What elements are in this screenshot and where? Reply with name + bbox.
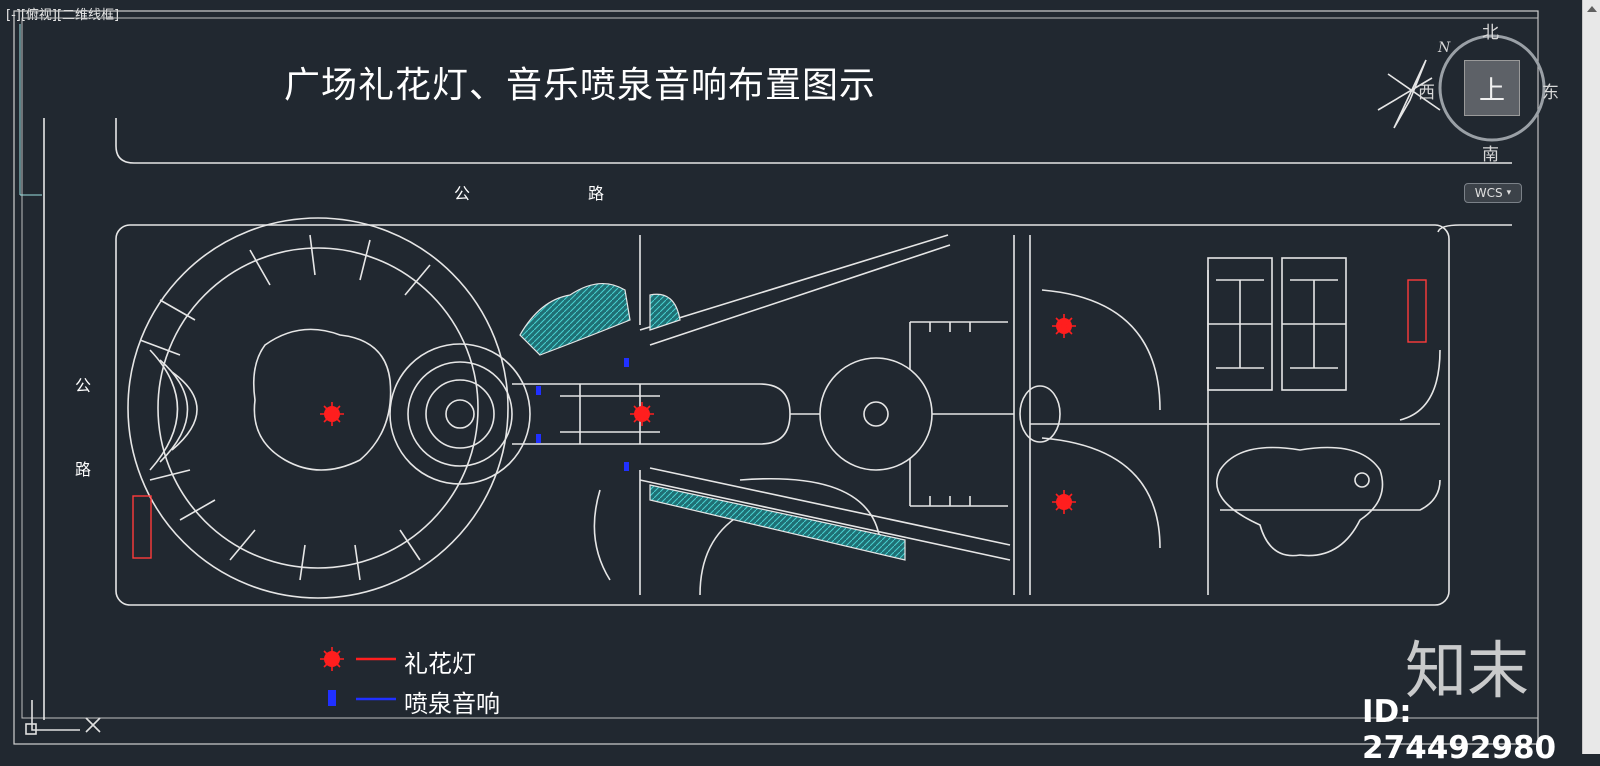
circular-plaza-ring [157,247,479,569]
tennis-court-lines [1208,279,1346,369]
viewport-controls-label[interactable]: [-][俯视][二维线框] [6,8,120,23]
scroll-up-icon[interactable] [1587,6,1597,12]
road-edge-top-inner [115,118,1512,164]
axis-water-feature [560,384,660,444]
viewcube-west[interactable]: 西 [1418,83,1435,103]
diagonal-path-lower [639,479,1011,561]
viewcube-top-face[interactable]: 上 [1464,60,1520,116]
road-divider-2 [1013,235,1031,595]
diagonal-path-upper [639,234,949,331]
legend-symbols [320,647,396,706]
road-label-left-1: 公 [75,376,92,395]
fountain-speaker-icon [624,462,629,471]
pond-pavilion [1354,472,1370,488]
compass-needle [1393,59,1427,129]
firework-rays [320,314,1076,514]
planting-bed-upper [519,283,631,356]
crosshair-line [19,24,42,196]
legend-label-speaker: 喷泉音响 [404,690,500,718]
bottom-left-arc [593,489,611,581]
road-edge-top-lower [1437,224,1512,233]
fountain-ring-center [445,399,475,429]
viewcube-south[interactable]: 南 [1482,145,1499,165]
ucs-axes-icon [31,700,80,731]
middle-circle-center [863,401,889,427]
pergola-frames [909,321,1008,507]
fountain-ring-mid [407,361,513,467]
viewport-frame [13,10,1539,745]
legend-label-firework: 礼花灯 [404,650,476,678]
oval-feature [1019,385,1061,443]
quarter-lawns [1041,289,1161,549]
road-label-top-1: 公 [454,184,471,203]
bottom-arcs [699,477,881,596]
amphitheater-step [159,359,189,463]
diagonal-path-upper-edge [649,244,951,346]
watermark-logo: 知末 [1405,634,1530,707]
planting-bed-small [649,293,681,331]
road-label-top-2: 路 [588,184,605,203]
site-boundary [115,224,1450,606]
ring-segment-dividers [139,234,431,581]
viewcube-ring[interactable] [1438,34,1546,142]
vertical-scrollbar[interactable] [1582,0,1600,754]
circular-plaza-outer [127,217,509,599]
fountain-ring-outer [389,343,531,485]
fountain-speaker-icon [328,690,336,706]
fountain-speaker-icon [624,358,629,367]
viewcube-east[interactable]: 东 [1542,83,1559,103]
middle-circle-plaza [819,357,933,471]
diagonal-path-lower-edge [649,467,1011,546]
wcs-label: WCS [1474,186,1503,200]
drawing-title: 广场礼花灯、音乐喷泉音响布置图示 [283,65,876,106]
corner-paths [1220,349,1441,511]
small-court-left [132,495,152,559]
chevron-down-icon: ▾ [1506,188,1512,198]
fountain-speaker-icon [536,386,541,395]
watermark-id: ID: 274492980 [1362,694,1557,766]
planting-strip-lower [649,484,906,561]
pergola-posts [929,322,971,506]
fountain-speakers [536,358,629,471]
viewcube-north[interactable]: 北 [1482,23,1499,43]
amphitheater-step [171,371,198,451]
road-label-left-2: 路 [75,460,92,479]
small-court-right [1407,279,1427,343]
compass-cross [1377,73,1441,111]
drawing-border [21,17,1539,719]
fountain-ring-inner [425,379,495,449]
central-lawn [252,328,392,471]
wcs-dropdown[interactable]: WCS▾ [1464,183,1522,203]
compass-letter: N [1438,40,1451,56]
fountain-speaker-icon [536,434,541,443]
amphitheater-left [149,349,179,471]
pond-outline [1216,446,1384,557]
crosshair-icon [85,717,101,733]
ucs-origin-box [25,723,37,735]
